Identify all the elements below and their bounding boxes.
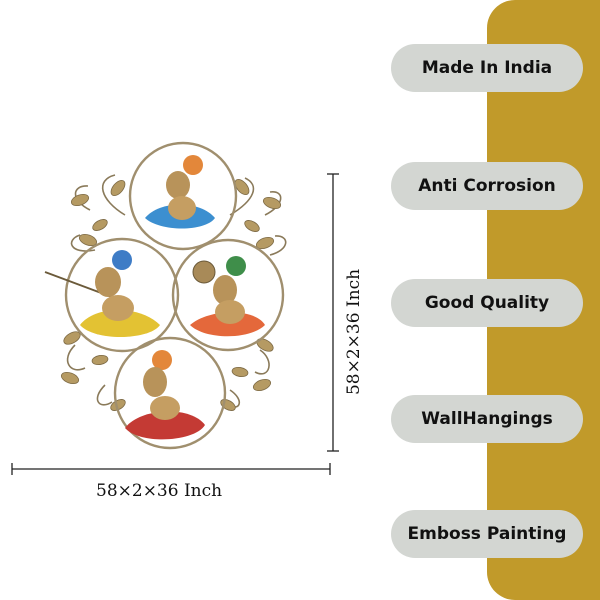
musician-figure-blue (145, 155, 215, 229)
feature-label: WallHangings (421, 409, 553, 429)
feature-pill-made-in-india: Made In India (391, 44, 583, 92)
height-dimension-label: 58×2×36 Inch (344, 268, 364, 396)
width-dimension-line (11, 463, 331, 475)
feature-label: Emboss Painting (407, 524, 567, 544)
musician-figure-orange (190, 256, 265, 337)
feature-pill-emboss-painting: Emboss Painting (391, 510, 583, 558)
feature-label: Good Quality (424, 293, 550, 313)
metal-rings (64, 141, 285, 450)
feature-pill-good-quality: Good Quality (391, 279, 583, 327)
musician-figure-red (125, 350, 205, 440)
feature-label: Anti Corrosion (418, 176, 556, 196)
decorative-leaves (60, 178, 282, 411)
feature-label: Made In India (421, 58, 553, 78)
height-dimension-line (327, 173, 339, 452)
feature-pill-anti-corrosion: Anti Corrosion (391, 162, 583, 210)
width-dimension-label: 58×2×36 Inch (96, 481, 223, 501)
musician-figure-yellow (44, 250, 160, 338)
feature-pill-wallhangings: WallHangings (391, 395, 583, 443)
